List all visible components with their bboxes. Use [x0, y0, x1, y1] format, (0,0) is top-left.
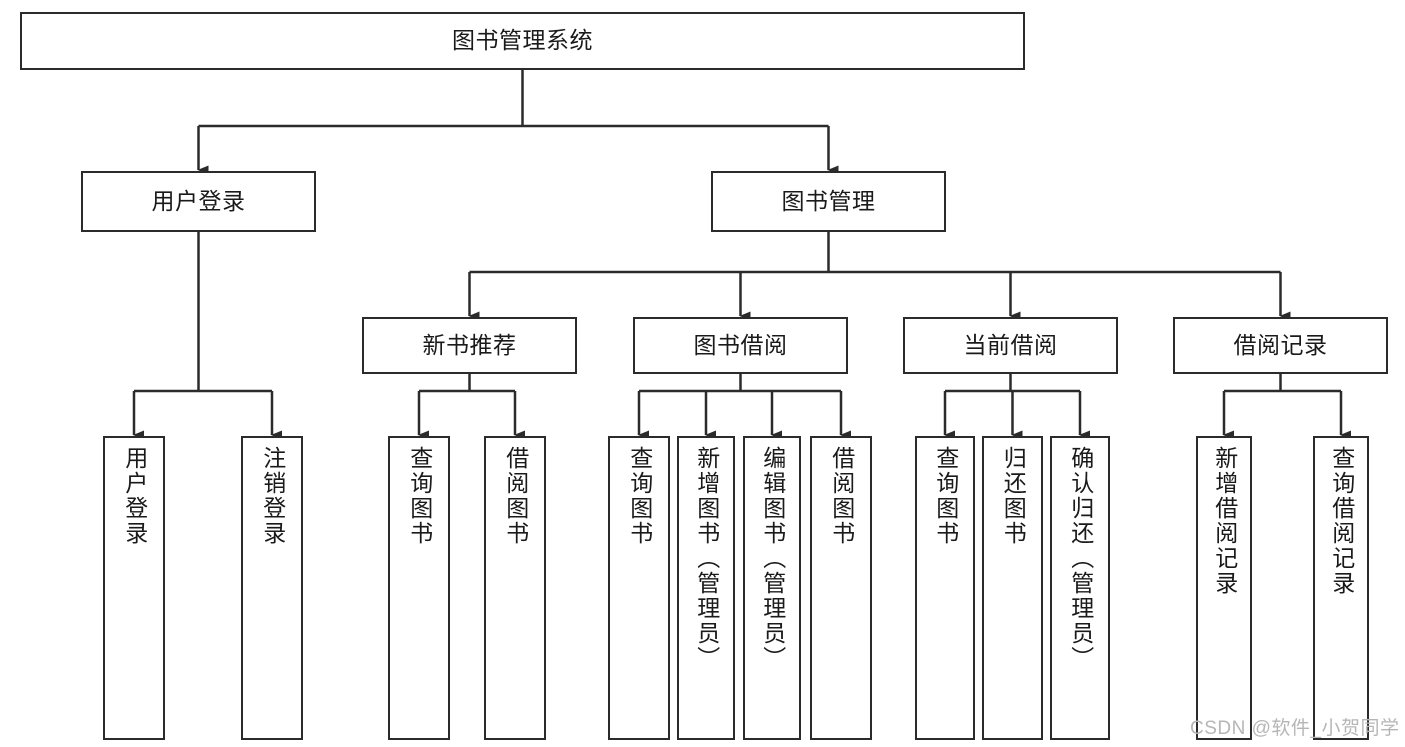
- node-user-login[interactable]: 用户登录: [81, 171, 316, 232]
- node-leaf-add-book[interactable]: 新增图书（管理员）: [677, 436, 735, 740]
- node-label: 编辑图书（管理员）: [759, 446, 786, 671]
- node-root[interactable]: 图书管理系统: [20, 12, 1025, 70]
- edge-group: [132, 70, 1351, 440]
- node-leaf-query-book-2[interactable]: 查询图书: [608, 436, 670, 740]
- node-book-borrow[interactable]: 图书借阅: [633, 317, 848, 374]
- node-borrow-record[interactable]: 借阅记录: [1173, 317, 1388, 374]
- node-leaf-confirm-return[interactable]: 确认归还（管理员）: [1050, 436, 1110, 740]
- node-label: 借阅记录: [1233, 331, 1328, 358]
- node-leaf-return-book[interactable]: 归还图书: [982, 436, 1043, 740]
- node-label: 查询借阅记录: [1328, 446, 1355, 596]
- node-leaf-query-record[interactable]: 查询借阅记录: [1313, 436, 1369, 740]
- node-label: 当前借阅: [963, 331, 1058, 358]
- node-current-borrow[interactable]: 当前借阅: [903, 317, 1118, 374]
- node-leaf-add-record[interactable]: 新增借阅记录: [1196, 436, 1252, 740]
- node-book-manage[interactable]: 图书管理: [711, 171, 946, 232]
- node-label: 图书管理系统: [452, 27, 593, 54]
- node-label: 确认归还（管理员）: [1067, 446, 1094, 671]
- node-leaf-user-logout[interactable]: 注销登录: [241, 436, 303, 740]
- node-leaf-query-book-1[interactable]: 查询图书: [388, 436, 450, 740]
- node-label: 用户登录: [121, 446, 148, 546]
- node-label: 图书借阅: [693, 331, 788, 358]
- node-label: 归还图书: [1000, 446, 1027, 546]
- node-leaf-edit-book[interactable]: 编辑图书（管理员）: [743, 436, 801, 740]
- node-label: 注销登录: [259, 446, 286, 546]
- node-label: 借阅图书: [502, 446, 529, 546]
- node-leaf-query-book-3[interactable]: 查询图书: [915, 436, 975, 740]
- node-label: 新书推荐: [422, 331, 517, 358]
- node-label: 图书管理: [781, 187, 876, 214]
- node-leaf-user-login[interactable]: 用户登录: [103, 436, 165, 740]
- node-label: 新增借阅记录: [1211, 446, 1238, 596]
- node-label: 查询图书: [406, 446, 433, 546]
- node-label: 新增图书（管理员）: [693, 446, 720, 671]
- node-label: 用户登录: [151, 187, 246, 214]
- node-label: 查询图书: [932, 446, 959, 546]
- node-new-book-rec[interactable]: 新书推荐: [362, 317, 577, 374]
- node-label: 查询图书: [626, 446, 653, 546]
- node-label: 借阅图书: [828, 446, 855, 546]
- node-leaf-borrow-book-2[interactable]: 借阅图书: [810, 436, 872, 740]
- node-leaf-borrow-book-1[interactable]: 借阅图书: [484, 436, 546, 740]
